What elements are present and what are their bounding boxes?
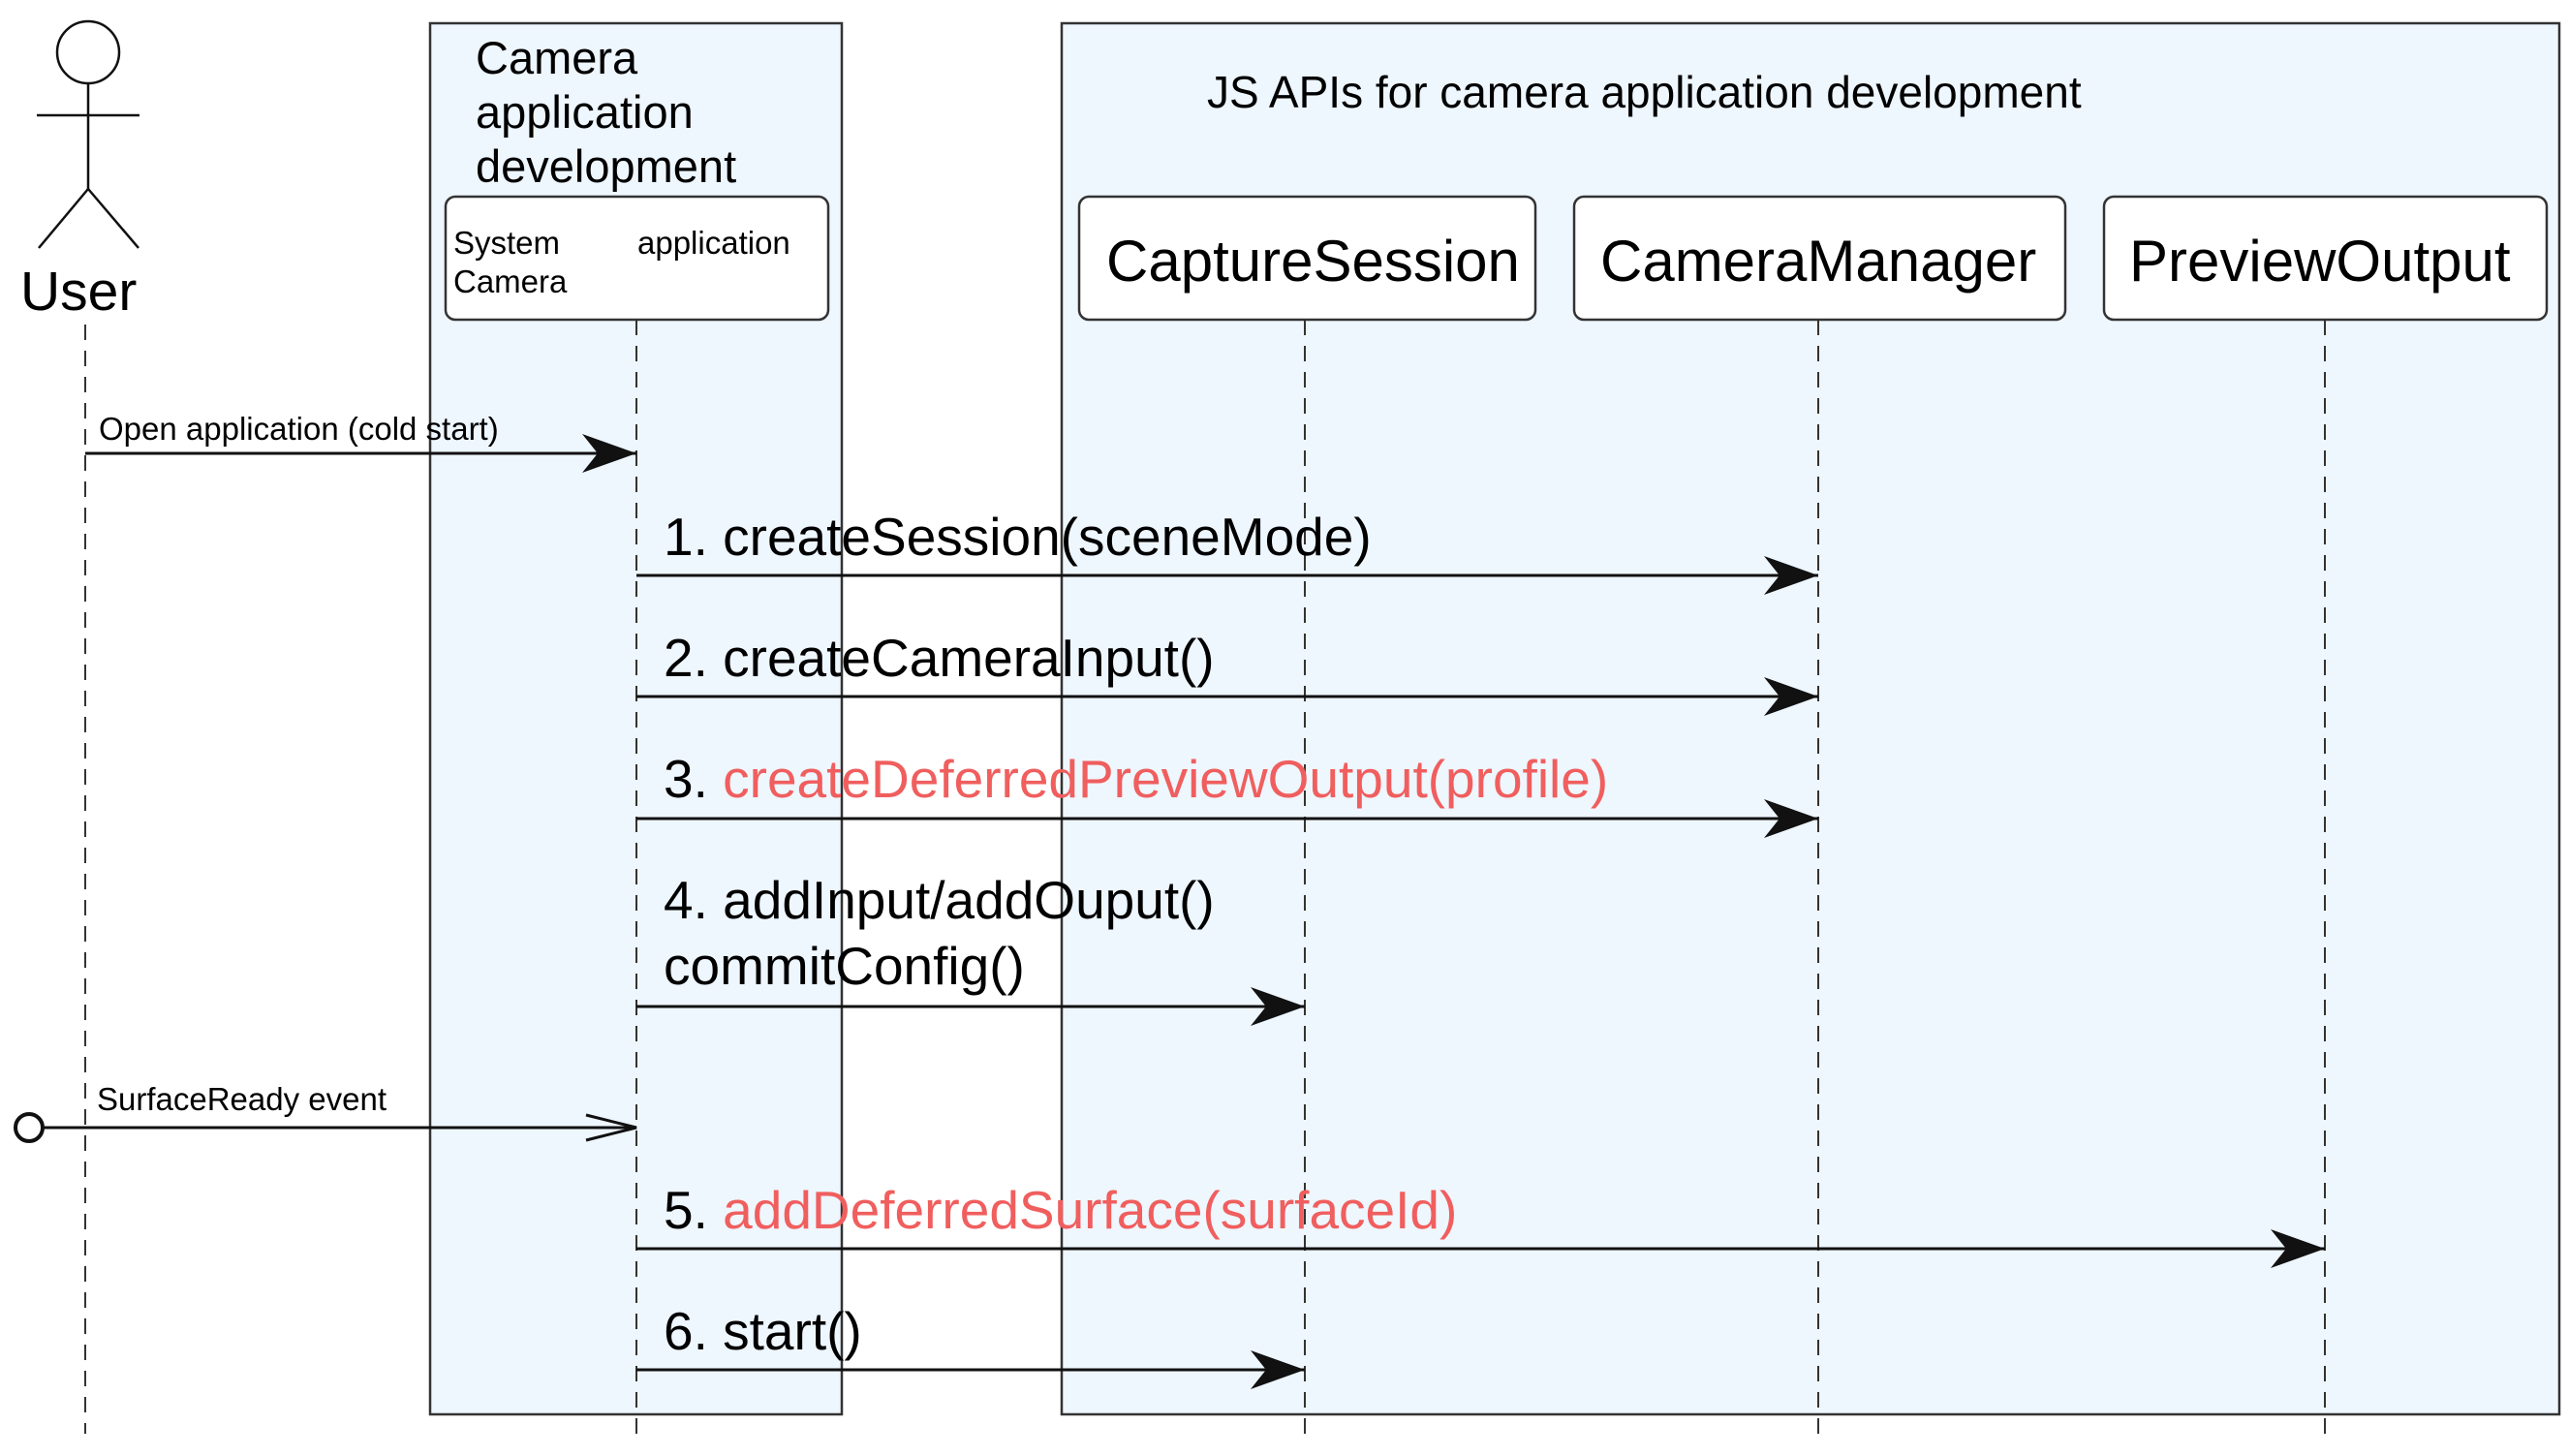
msg-6-text: start()	[723, 1301, 862, 1361]
msg-1-text: createSession(sceneMode)	[723, 507, 1372, 567]
participant-box-capture-session	[1077, 195, 1537, 322]
group-title-camera-app: Camera application development	[476, 32, 737, 192]
msg-3-text: createDeferredPreviewOutput(profile)	[723, 749, 1609, 809]
msg-open-application-label: Open application (cold start)	[99, 411, 499, 447]
group-title-js-apis: JS APIs for camera application developme…	[1207, 67, 2082, 117]
msg-4-text: addInput/addOuput() commitConfig()	[664, 870, 1215, 996]
participant-box-preview-output	[2102, 195, 2549, 322]
msg-6-number: 6.	[664, 1301, 708, 1361]
found-message-icon	[14, 1112, 45, 1143]
participant-system-camera-left: System Camera	[453, 225, 568, 299]
msg-4-number: 4.	[664, 870, 708, 930]
participant-preview-output: PreviewOutput	[2129, 229, 2511, 294]
msg-5-label: 5. addDeferredSurface(surfaceId)	[664, 1177, 1457, 1243]
msg-3-label: 3. createDeferredPreviewOutput(profile)	[664, 746, 1608, 812]
msg-2-number: 2.	[664, 628, 708, 688]
participant-capture-session: CaptureSession	[1106, 229, 1520, 294]
actor-name: User	[20, 261, 138, 323]
participant-system-camera-right: application	[637, 225, 790, 261]
msg-1-label: 1. createSession(sceneMode)	[664, 504, 1372, 570]
msg-5-number: 5.	[664, 1180, 708, 1240]
msg-2-label: 2. createCameraInput()	[664, 625, 1215, 691]
msg-surface-ready-label: SurfaceReady event	[97, 1081, 387, 1117]
participant-box-system-camera	[444, 195, 830, 322]
participant-camera-manager: CameraManager	[1600, 229, 2037, 294]
msg-3-number: 3.	[664, 749, 708, 809]
msg-5-text: addDeferredSurface(surfaceId)	[723, 1180, 1458, 1240]
msg-2-text: createCameraInput()	[723, 628, 1215, 688]
msg-1-number: 1.	[664, 507, 708, 567]
msg-4-label: 4. addInput/addOuput() commitConfig()	[664, 867, 1215, 999]
msg-6-label: 6. start()	[664, 1298, 862, 1364]
user-actor-icon	[37, 19, 139, 249]
participant-box-camera-manager	[1572, 195, 2067, 322]
